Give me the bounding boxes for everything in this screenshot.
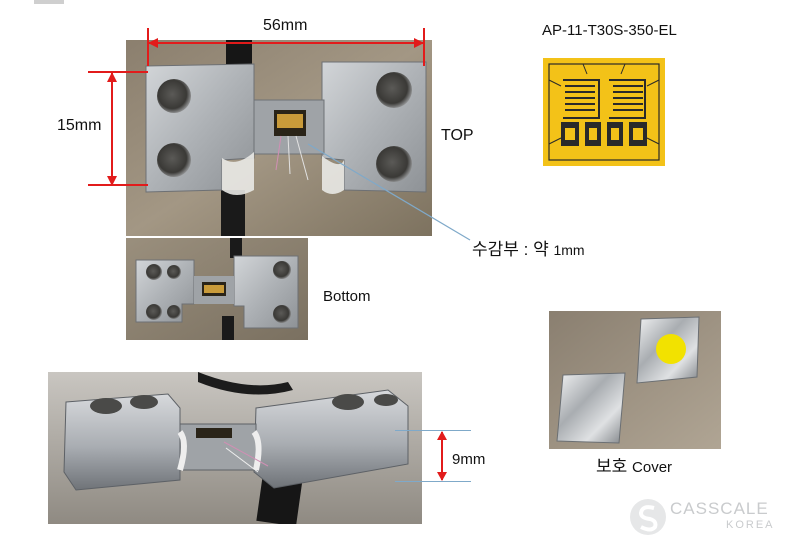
height-dim-arrows	[107, 72, 117, 186]
top-edge-mark	[34, 0, 64, 4]
sensing-area-label: 수감부 : 약 1mm	[472, 235, 585, 260]
sensing-area-value: 1mm	[553, 242, 585, 258]
cover-prefix: 보호	[596, 457, 633, 476]
sensing-leader-line	[307, 143, 471, 241]
cover-word: Cover	[632, 459, 673, 476]
bottom-label: Bottom	[323, 288, 371, 305]
casscale-logo-name: CASSCALE	[670, 499, 769, 518]
top-view-photo	[126, 40, 432, 236]
width-dim-tick-right	[423, 28, 425, 66]
bottom-view-photo	[126, 238, 308, 340]
cover-photo	[549, 311, 721, 449]
width-dim-label: 56mm	[263, 17, 308, 34]
thickness-dim-arrows	[437, 431, 447, 481]
thickness-dim-tick-top	[395, 430, 471, 431]
strain-gauge-image	[543, 58, 665, 166]
top-label: TOP	[441, 127, 474, 144]
casscale-logo: CASSCALE KOREA	[628, 497, 788, 537]
thickness-dim-label: 9mm	[452, 451, 486, 468]
thickness-dim-line	[441, 432, 443, 480]
height-dim-tick-bottom	[88, 184, 148, 186]
sensing-area-prefix: 수감부 : 약	[472, 240, 554, 259]
width-dim-arrows	[148, 38, 424, 48]
cover-label: 보호 Cover	[596, 452, 672, 477]
casscale-logo-sub: KOREA	[726, 519, 775, 531]
height-dim-line	[111, 72, 113, 185]
casscale-logo-mark-icon	[630, 499, 666, 535]
width-dim-line	[148, 42, 424, 44]
height-dim-label: 15mm	[57, 117, 102, 134]
width-dim-tick-left	[147, 28, 149, 66]
gauge-model-label: AP-11-T30S-350-EL	[542, 22, 677, 39]
side-view-photo	[48, 372, 422, 524]
thickness-dim-tick-bottom	[395, 481, 471, 482]
height-dim-tick-top	[88, 71, 148, 73]
